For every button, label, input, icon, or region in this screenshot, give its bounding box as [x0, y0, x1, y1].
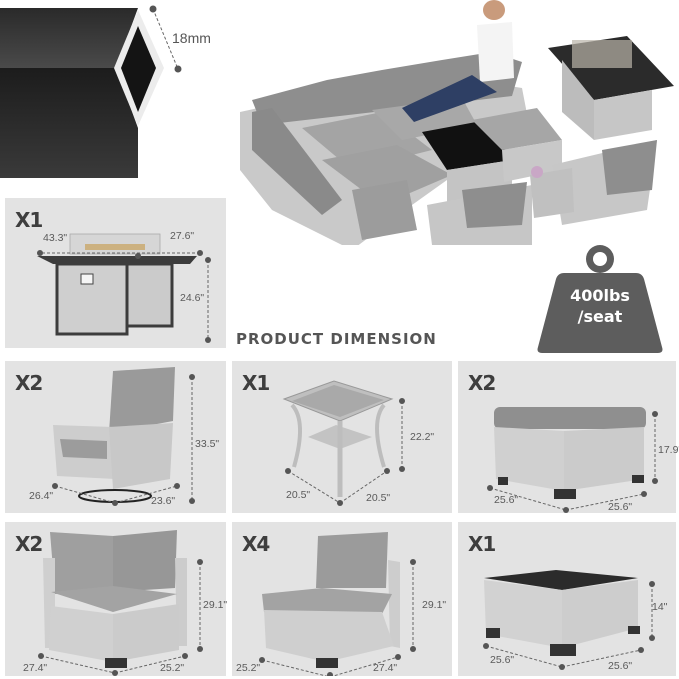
- item-panel-armless-sofa: X4 29.1" 25.2" 27.4": [232, 522, 452, 676]
- height-measurement: 14": [652, 601, 668, 613]
- weight-capacity-label: 400lbs /seat: [570, 286, 630, 326]
- corner-sofa-illustration: [38, 530, 203, 676]
- quantity-label: X2: [15, 532, 43, 556]
- width-right-measurement: 25.2": [160, 662, 185, 674]
- quantity-label: X1: [242, 371, 270, 395]
- width-right-measurement: 20.5": [366, 492, 391, 504]
- width-right-measurement: 25.6": [608, 660, 633, 672]
- quantity-label: X1: [468, 532, 496, 556]
- height-measurement: 33.5": [195, 438, 220, 450]
- quantity-label: X1: [15, 208, 43, 232]
- armless-sofa-illustration: [259, 532, 416, 676]
- width-left-measurement: 25.6": [494, 494, 519, 506]
- side-table-illustration: [282, 380, 405, 506]
- height-measurement: 22.2": [410, 431, 435, 443]
- ottoman-illustration: [487, 407, 658, 513]
- width-right-measurement: 25.6": [608, 501, 633, 513]
- quantity-label: X4: [242, 532, 270, 556]
- height-measurement: 29.1": [422, 599, 447, 611]
- fire-pit-table-illustration: [37, 233, 211, 343]
- height-measurement: 17.9": [658, 444, 679, 456]
- thickness-dimension-line: [149, 5, 182, 73]
- width-right-measurement: 27.4": [373, 662, 398, 674]
- length-measurement: 43.3": [43, 232, 68, 244]
- item-panel-side-table: X1 22.2" 20.5" 20.5": [232, 361, 452, 513]
- width-left-measurement: 25.2": [236, 662, 261, 674]
- width-measurement: 27.6": [170, 230, 195, 242]
- item-panel-swivel-chair: X2 33.5" 26.4" 23.6": [5, 361, 226, 513]
- width-left-measurement: 20.5": [286, 489, 311, 501]
- rattan-strand-profile: [0, 8, 180, 178]
- weight-capacity-icon: [537, 245, 663, 353]
- width-left-measurement: 27.4": [23, 662, 48, 674]
- width-left-measurement: 25.6": [490, 654, 515, 666]
- item-panel-fire-pit-table: X1 43.3" 27.6" 24.6": [5, 198, 226, 348]
- coffee-table-illustration: [483, 570, 655, 670]
- hero-patio-set-image: [232, 0, 679, 250]
- thickness-label: 18mm: [172, 30, 211, 46]
- item-panel-ottoman: X2 17.9" 25.6" 25.6": [458, 361, 679, 513]
- swivel-chair-illustration: [52, 367, 195, 506]
- depth-measurement: 26.4": [29, 490, 54, 502]
- height-measurement: 24.6": [180, 292, 205, 304]
- width-measurement: 23.6": [151, 495, 176, 507]
- quantity-label: X2: [15, 371, 43, 395]
- item-panel-coffee-table: X1 14" 25.6" 25.6": [458, 522, 676, 676]
- height-measurement: 29.1": [203, 599, 228, 611]
- page-title: PRODUCT DIMENSION: [236, 330, 437, 348]
- quantity-label: X2: [468, 371, 496, 395]
- item-panel-corner-sofa: X2 29.1" 27.4" 25.2": [5, 522, 228, 676]
